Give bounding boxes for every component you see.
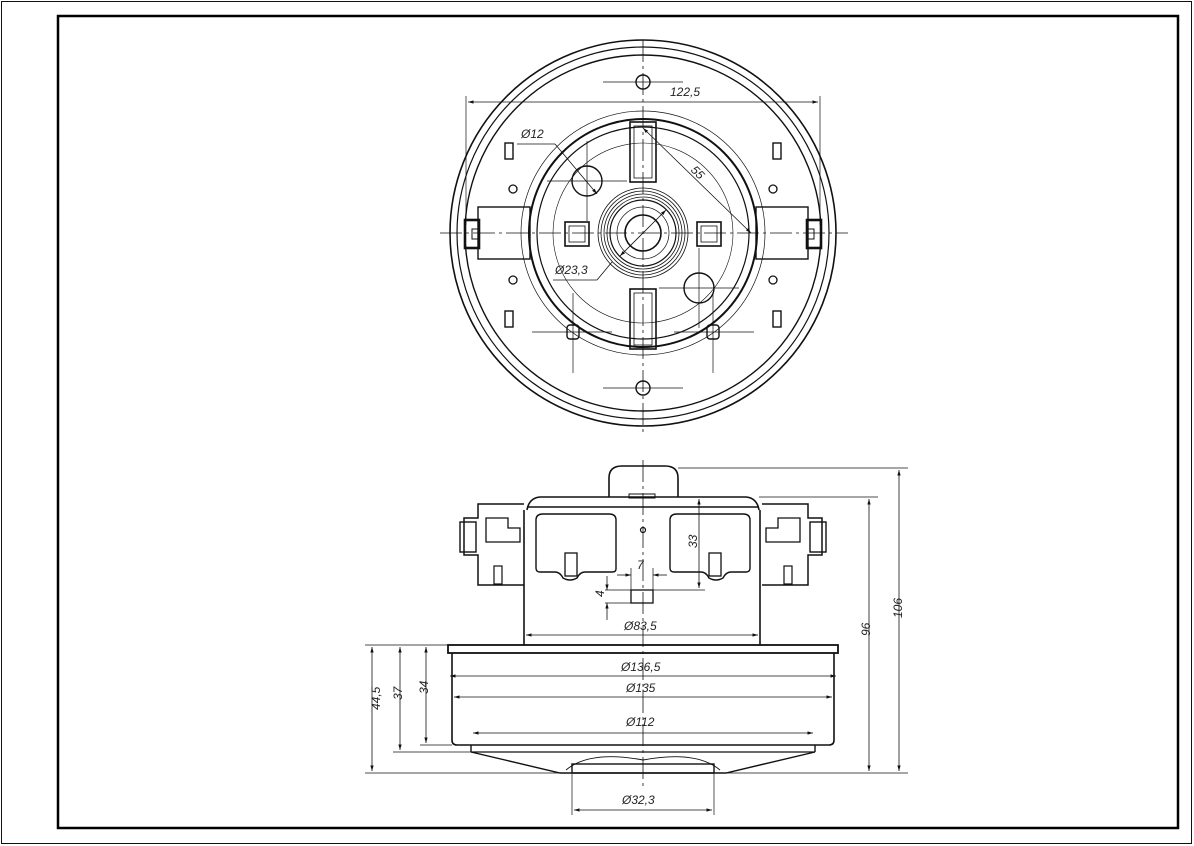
dim-d112: Ø112 <box>625 715 655 729</box>
dim-d135: Ø135 <box>625 681 656 695</box>
dim-radius-55: 55 <box>688 163 708 183</box>
dim-122-5: 122,5 <box>670 85 700 99</box>
dim-d32-3: Ø32,3 <box>621 793 655 807</box>
dim-width-7: 7 <box>637 558 645 572</box>
top-view <box>440 39 848 432</box>
dim-height-34: 34 <box>417 680 431 694</box>
dim-height-33: 33 <box>686 534 700 548</box>
dim-height-37: 37 <box>391 685 405 700</box>
dim-height-96: 96 <box>859 622 873 636</box>
dim-height-106: 106 <box>891 598 905 618</box>
dim-shaft-d23-3: Ø23,3 <box>554 263 588 277</box>
dim-d136-5: Ø136,5 <box>620 660 661 674</box>
dim-height-44-5: 44,5 <box>369 686 383 710</box>
dim-hole-d12: Ø12 <box>520 127 544 141</box>
top-view-labels: 122,5 Ø12 55 Ø23,3 <box>520 85 708 277</box>
dim-height-4: 4 <box>593 590 607 597</box>
side-view-labels: 33 7 4 Ø83,5 Ø136,5 Ø135 Ø112 Ø32,3 44,5… <box>369 534 905 807</box>
side-view <box>365 460 908 815</box>
dim-d83-5: Ø83,5 <box>623 619 657 633</box>
